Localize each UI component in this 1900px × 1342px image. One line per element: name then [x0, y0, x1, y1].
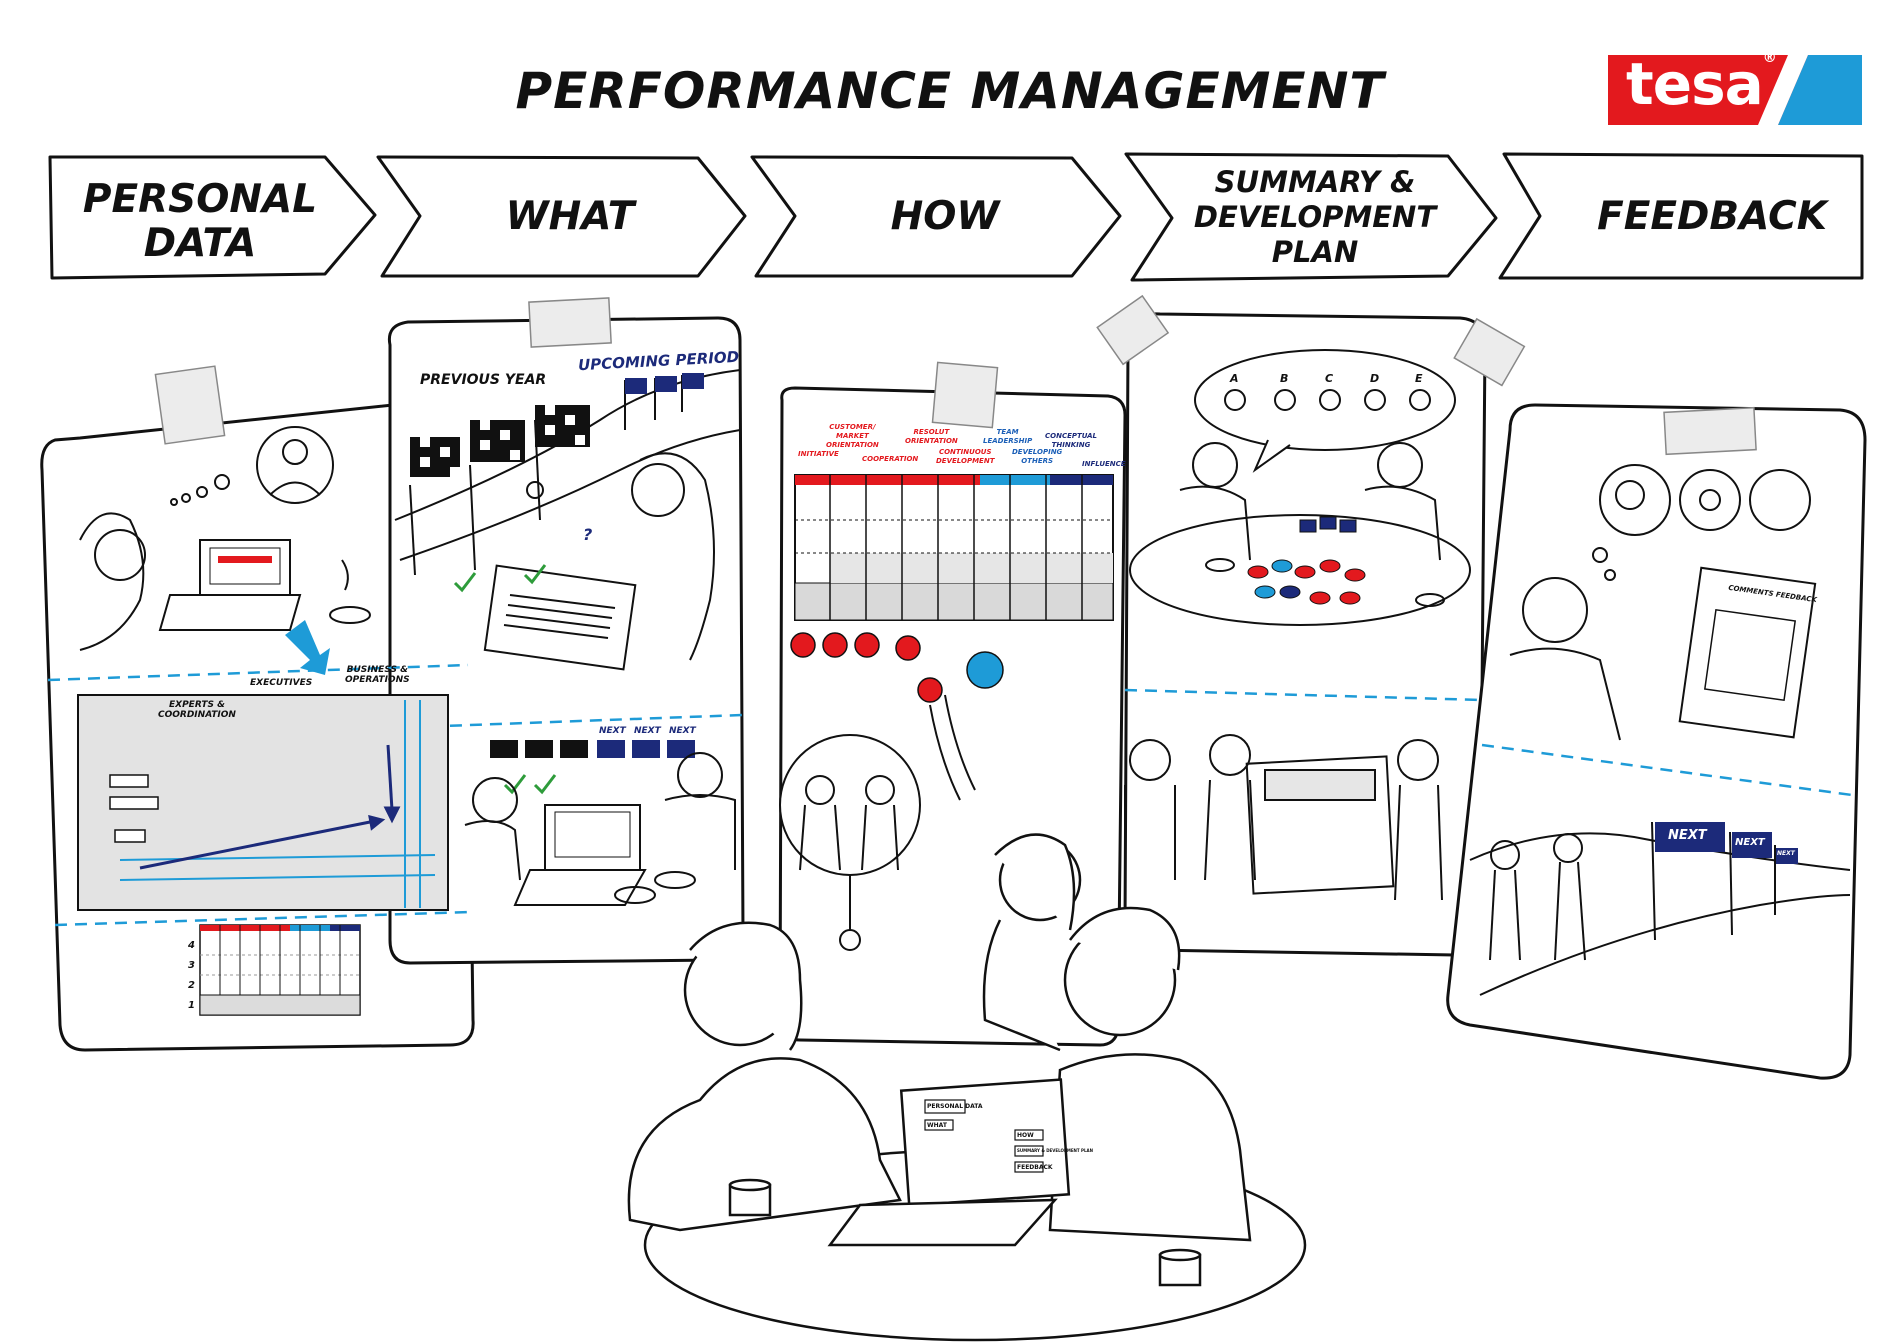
stage-what-line1: WHAT	[505, 194, 635, 239]
competency-table	[794, 474, 1114, 621]
stage-feedback-line1: FEEDBACK	[1597, 194, 1827, 239]
stage-summary: SUMMARY & DEVELOPMENT PLAN	[1180, 165, 1450, 270]
laptop-what: WHAT	[927, 1122, 947, 1129]
feedback-next-3: NEXT	[1777, 850, 1795, 857]
stage-arrow-what	[376, 155, 747, 278]
competency-customer-line1: CUSTOMER/	[829, 423, 876, 431]
stage-what: WHAT	[440, 194, 700, 239]
competency-cooperation: COOPERATION	[862, 455, 919, 463]
page-title: PERFORMANCE MANAGEMENT	[515, 62, 1385, 120]
competency-influence: INFLUENCE	[1082, 460, 1126, 468]
question-mark: ?	[583, 525, 593, 544]
stage-arrow-personal-data	[48, 155, 377, 280]
grid-row-2: 2	[188, 980, 195, 991]
grade-d: D	[1370, 372, 1380, 385]
stage-summary-line3: PLAN	[1271, 235, 1359, 269]
stage-arrow-feedback	[1498, 152, 1864, 280]
org-label-business-line2: OPERATIONS	[345, 675, 410, 685]
competency-conceptual-line1: CONCEPTUAL	[1045, 432, 1098, 440]
tesa-logo	[1608, 55, 1862, 125]
stage-personal-data-line2: DATA	[143, 221, 257, 266]
checkmark-2	[523, 564, 547, 585]
competency-continuous-line2: DEVELOPMENT	[936, 457, 995, 465]
competency-team: TEAM LEADERSHIP	[983, 428, 1032, 446]
tape-personal	[154, 365, 226, 445]
competency-continuous: CONTINUOUS DEVELOPMENT	[936, 448, 994, 466]
competency-customer-line2: MARKET	[836, 432, 869, 440]
competency-initiative: INITIATIVE	[798, 450, 839, 458]
competency-resolut-line2: ORIENTATION	[905, 437, 958, 445]
speech-bubble	[1194, 349, 1456, 451]
competency-continuous-line1: CONTINUOUS	[938, 448, 992, 456]
grade-c: C	[1325, 372, 1334, 385]
stage-personal-data-line1: PERSONAL	[82, 177, 318, 222]
feedback-next-2: NEXT	[1735, 837, 1765, 848]
checkered-flags-previous	[410, 405, 590, 477]
stage-personal-data: PERSONAL DATA	[70, 178, 330, 266]
stage-how: HOW	[815, 194, 1075, 239]
org-label-business-line1: BUSINESS &	[346, 665, 408, 675]
stage-summary-line2: DEVELOPMENT	[1193, 200, 1437, 234]
grid-row-1: 1	[188, 1000, 195, 1011]
what-next-1: NEXT	[599, 726, 626, 736]
tape-what	[528, 297, 612, 348]
competency-developing-line1: DEVELOPING	[1012, 448, 1063, 456]
competency-resolut: RESOLUT ORIENTATION	[905, 428, 958, 446]
grade-e: E	[1415, 372, 1423, 385]
org-label-business: BUSINESS & OPERATIONS	[345, 665, 410, 685]
divider-personal-1	[47, 663, 469, 682]
divider-personal-2	[54, 910, 473, 927]
competency-conceptual-line2: THINKING	[1051, 441, 1091, 449]
org-label-experts-line1: EXPERTS &	[169, 700, 225, 710]
checkered-flags-upcoming	[625, 373, 704, 394]
competency-team-line2: LEADERSHIP	[983, 437, 1033, 445]
tape-how	[931, 361, 999, 429]
grid-row-3: 3	[188, 960, 195, 971]
discussion-dots	[1247, 516, 1366, 605]
competency-developing-line2: OTHERS	[1021, 457, 1054, 465]
competency-customer-line3: ORIENTATION	[826, 441, 879, 449]
laptop-how: HOW	[1017, 1132, 1034, 1139]
what-next-3: NEXT	[669, 726, 696, 736]
stage-arrow-how	[750, 155, 1122, 278]
logo-text: tesa®	[1626, 50, 1777, 118]
previous-year-label: PREVIOUS YEAR	[420, 372, 547, 388]
divider-feedback	[1481, 743, 1853, 797]
org-label-experts: EXPERTS & COORDINATION	[158, 700, 236, 720]
competency-developing: DEVELOPING OTHERS	[1012, 448, 1062, 466]
smileys	[790, 632, 1004, 703]
grid-row-4: 4	[188, 940, 195, 951]
competency-conceptual: CONCEPTUAL THINKING	[1045, 432, 1097, 450]
checkmark-1	[453, 572, 477, 593]
feedback-next-1: NEXT	[1668, 828, 1707, 843]
tape-summary-left	[1096, 294, 1170, 366]
stage-feedback: FEEDBACK	[1572, 194, 1852, 239]
org-label-experts-line2: COORDINATION	[158, 710, 236, 720]
stage-arrow-summary	[1124, 152, 1498, 282]
tape-summary-right	[1453, 317, 1526, 387]
laptop-personal-data: PERSONAL DATA	[927, 1103, 983, 1110]
competency-resolut-line1: RESOLUT	[913, 428, 950, 436]
tape-feedback	[1663, 406, 1757, 456]
competency-customer: CUSTOMER/ MARKET ORIENTATION	[826, 423, 879, 450]
grade-b: B	[1280, 372, 1289, 385]
laptop-summary: SUMMARY & DEVELOPMENT PLAN	[1017, 1148, 1093, 1153]
laptop-feedback: FEEDBACK	[1017, 1164, 1053, 1171]
next-flags	[1655, 822, 1798, 864]
panel-feedback	[1446, 403, 1867, 1080]
competency-team-line1: TEAM	[996, 428, 1019, 436]
what-next-2: NEXT	[634, 726, 661, 736]
center-laptop	[899, 1078, 1071, 1207]
stage-summary-line1: SUMMARY &	[1214, 165, 1416, 199]
stage-how-line1: HOW	[890, 194, 1000, 239]
grade-a: A	[1230, 372, 1239, 385]
org-label-executives: EXECUTIVES	[250, 678, 313, 688]
